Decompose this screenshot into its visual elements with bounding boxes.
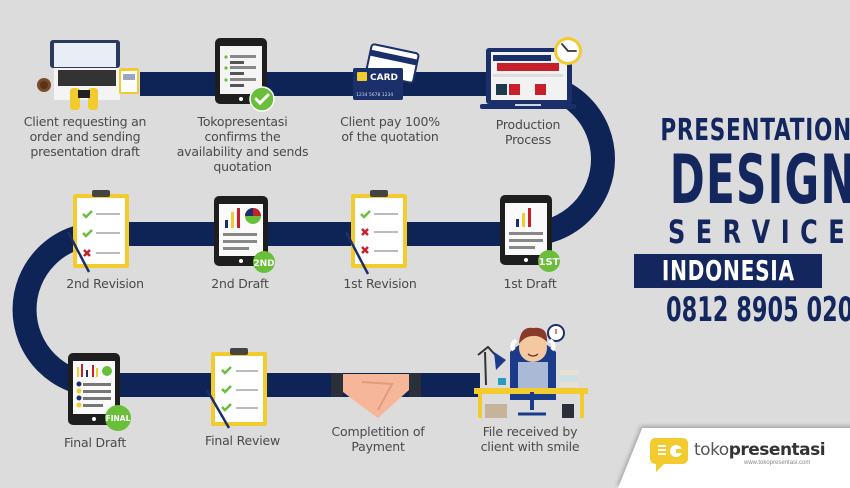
step-label-12: File received by client with smile (465, 424, 595, 454)
label-line: Payment (351, 439, 405, 454)
tablet-chart-icon-final: FINAL (68, 353, 131, 431)
clipboard-checklist-icon-final (205, 348, 267, 429)
credit-card-icon: CARD 1234 5678 1234 (353, 43, 420, 100)
tablet-chart-icon-1st: 1ST (500, 195, 560, 272)
label-line: Process (504, 132, 552, 147)
step-label-1: Client requesting an order and sending p… (15, 114, 155, 159)
title-indonesia: INDONESIA (661, 254, 795, 287)
phone-number: 0812 8905 020 (665, 290, 850, 330)
logo-wordmark: tokopresentasi (694, 440, 826, 460)
label-line: 2nd Draft (211, 276, 269, 291)
happy-client-desk-icon (474, 324, 588, 418)
label-line: Completition of (331, 424, 425, 439)
laptop-clock-icon (480, 37, 582, 109)
label-line: confirms the (204, 129, 281, 144)
service-title: PRESENTATION DESIGN SERVICES INDONESIA 0… (634, 114, 850, 332)
tablet-checkmark-icon (215, 38, 275, 112)
step-label-6: 1st Revision (325, 276, 435, 291)
logo-light: toko (694, 440, 729, 460)
label-line: of the quotation (341, 129, 439, 144)
step-label-2: Tokopresentasi confirms the availability… (170, 114, 315, 174)
label-line: Client pay 100% (340, 114, 440, 129)
label-line: 2nd Revision (66, 276, 144, 291)
tokopresentasi-logo: tokopresentasi www.tokopresentasi.com (648, 434, 848, 478)
card-number: 1234 5678 1234 (356, 92, 393, 98)
label-line: Final Review (205, 433, 280, 448)
title-design: DESIGN (669, 141, 850, 220)
step-label-11: Completition of Payment (318, 424, 438, 454)
label-line: quotation (213, 159, 272, 174)
step-label-5: 1st Draft (480, 276, 580, 291)
badge-2nd: 2ND (253, 259, 274, 269)
process-flow-diagram: CARD 1234 5678 1234 1ST (12, 37, 615, 431)
label-line: 1st Revision (343, 276, 417, 291)
logo-bold: presentasi (728, 440, 826, 460)
step-label-8: 2nd Revision (50, 276, 160, 291)
label-line: Tokopresentasi (197, 114, 288, 129)
label-line: 1st Draft (503, 276, 557, 291)
title-indonesia-banner: INDONESIA (634, 254, 822, 288)
flow-path (12, 72, 615, 397)
laptop-typing-icon (37, 40, 139, 110)
handshake-icon (331, 373, 421, 418)
chat-bubble-logo-icon (650, 438, 688, 472)
label-line: Client requesting an (23, 114, 147, 129)
label-line: Production (495, 117, 561, 132)
title-services: SERVICES (668, 213, 850, 251)
tablet-chart-icon-2nd: 2ND (214, 196, 275, 273)
badge-1st: 1ST (539, 257, 560, 268)
step-label-4: Production Process (478, 117, 578, 147)
label-line: File received by (482, 424, 578, 439)
clipboard-checklist-icon-2nd (66, 190, 129, 273)
label-line: presentation draft (30, 144, 140, 159)
step-label-10: Final Review (190, 433, 295, 448)
label-line: availability and sends (176, 144, 309, 159)
step-label-7: 2nd Draft (190, 276, 290, 291)
label-line: Final Draft (63, 435, 127, 450)
badge-final: FINAL (106, 414, 131, 423)
label-line: client with smile (480, 439, 580, 454)
label-line: order and sending (29, 129, 141, 144)
clipboard-checklist-icon-1st (344, 190, 407, 275)
step-label-3: Client pay 100% of the quotation (320, 114, 460, 144)
card-text: CARD (370, 73, 398, 83)
step-label-9: Final Draft (45, 435, 145, 450)
logo-url: www.tokopresentasi.com (744, 460, 811, 466)
